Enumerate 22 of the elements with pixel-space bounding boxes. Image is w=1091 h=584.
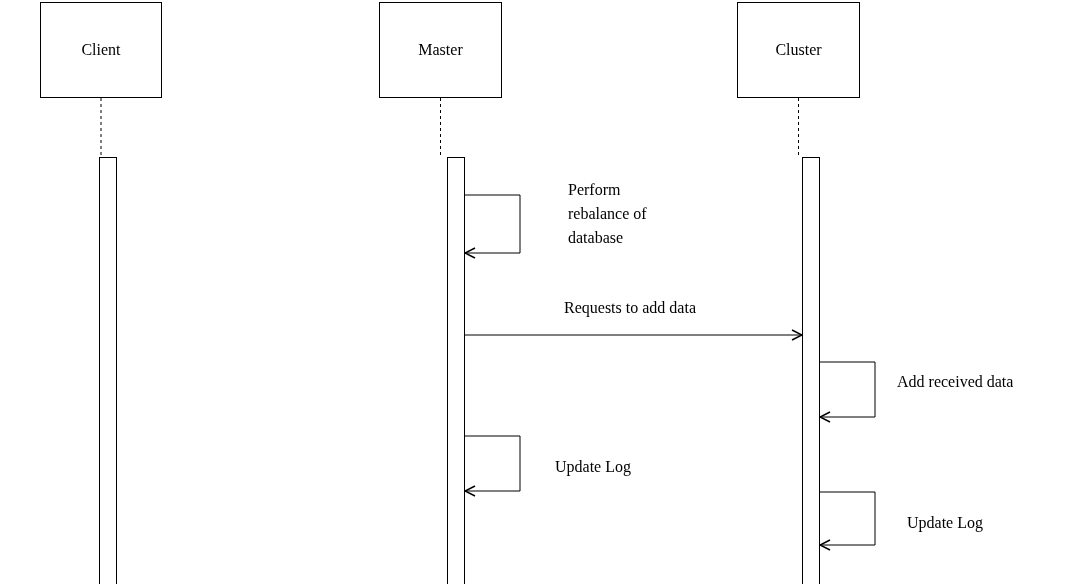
activation-bar	[99, 157, 117, 584]
participant-box	[40, 2, 162, 98]
message-arrow	[464, 329, 803, 341]
self-message-arrow	[464, 194, 521, 259]
activation-bar	[802, 157, 820, 584]
lifeline	[440, 97, 441, 158]
participant-name: Master	[418, 41, 463, 59]
participant-name: Cluster	[775, 41, 822, 59]
edge-label: Update Log	[555, 457, 632, 478]
participant-box	[379, 2, 502, 98]
edge-label: Update Log	[907, 513, 984, 534]
participant-box	[737, 2, 860, 98]
edge-label: Perform rebalance of database	[568, 180, 648, 248]
lifeline	[100, 97, 102, 158]
edge-label: Add received data	[897, 372, 1015, 392]
edge-label: Requests to add data	[563, 298, 697, 319]
self-message-arrow	[464, 435, 521, 497]
activation-bar	[447, 157, 465, 584]
self-message-arrow	[819, 491, 876, 551]
self-message-arrow	[819, 361, 876, 423]
lifeline	[798, 97, 799, 158]
participant-name: Client	[81, 41, 121, 59]
